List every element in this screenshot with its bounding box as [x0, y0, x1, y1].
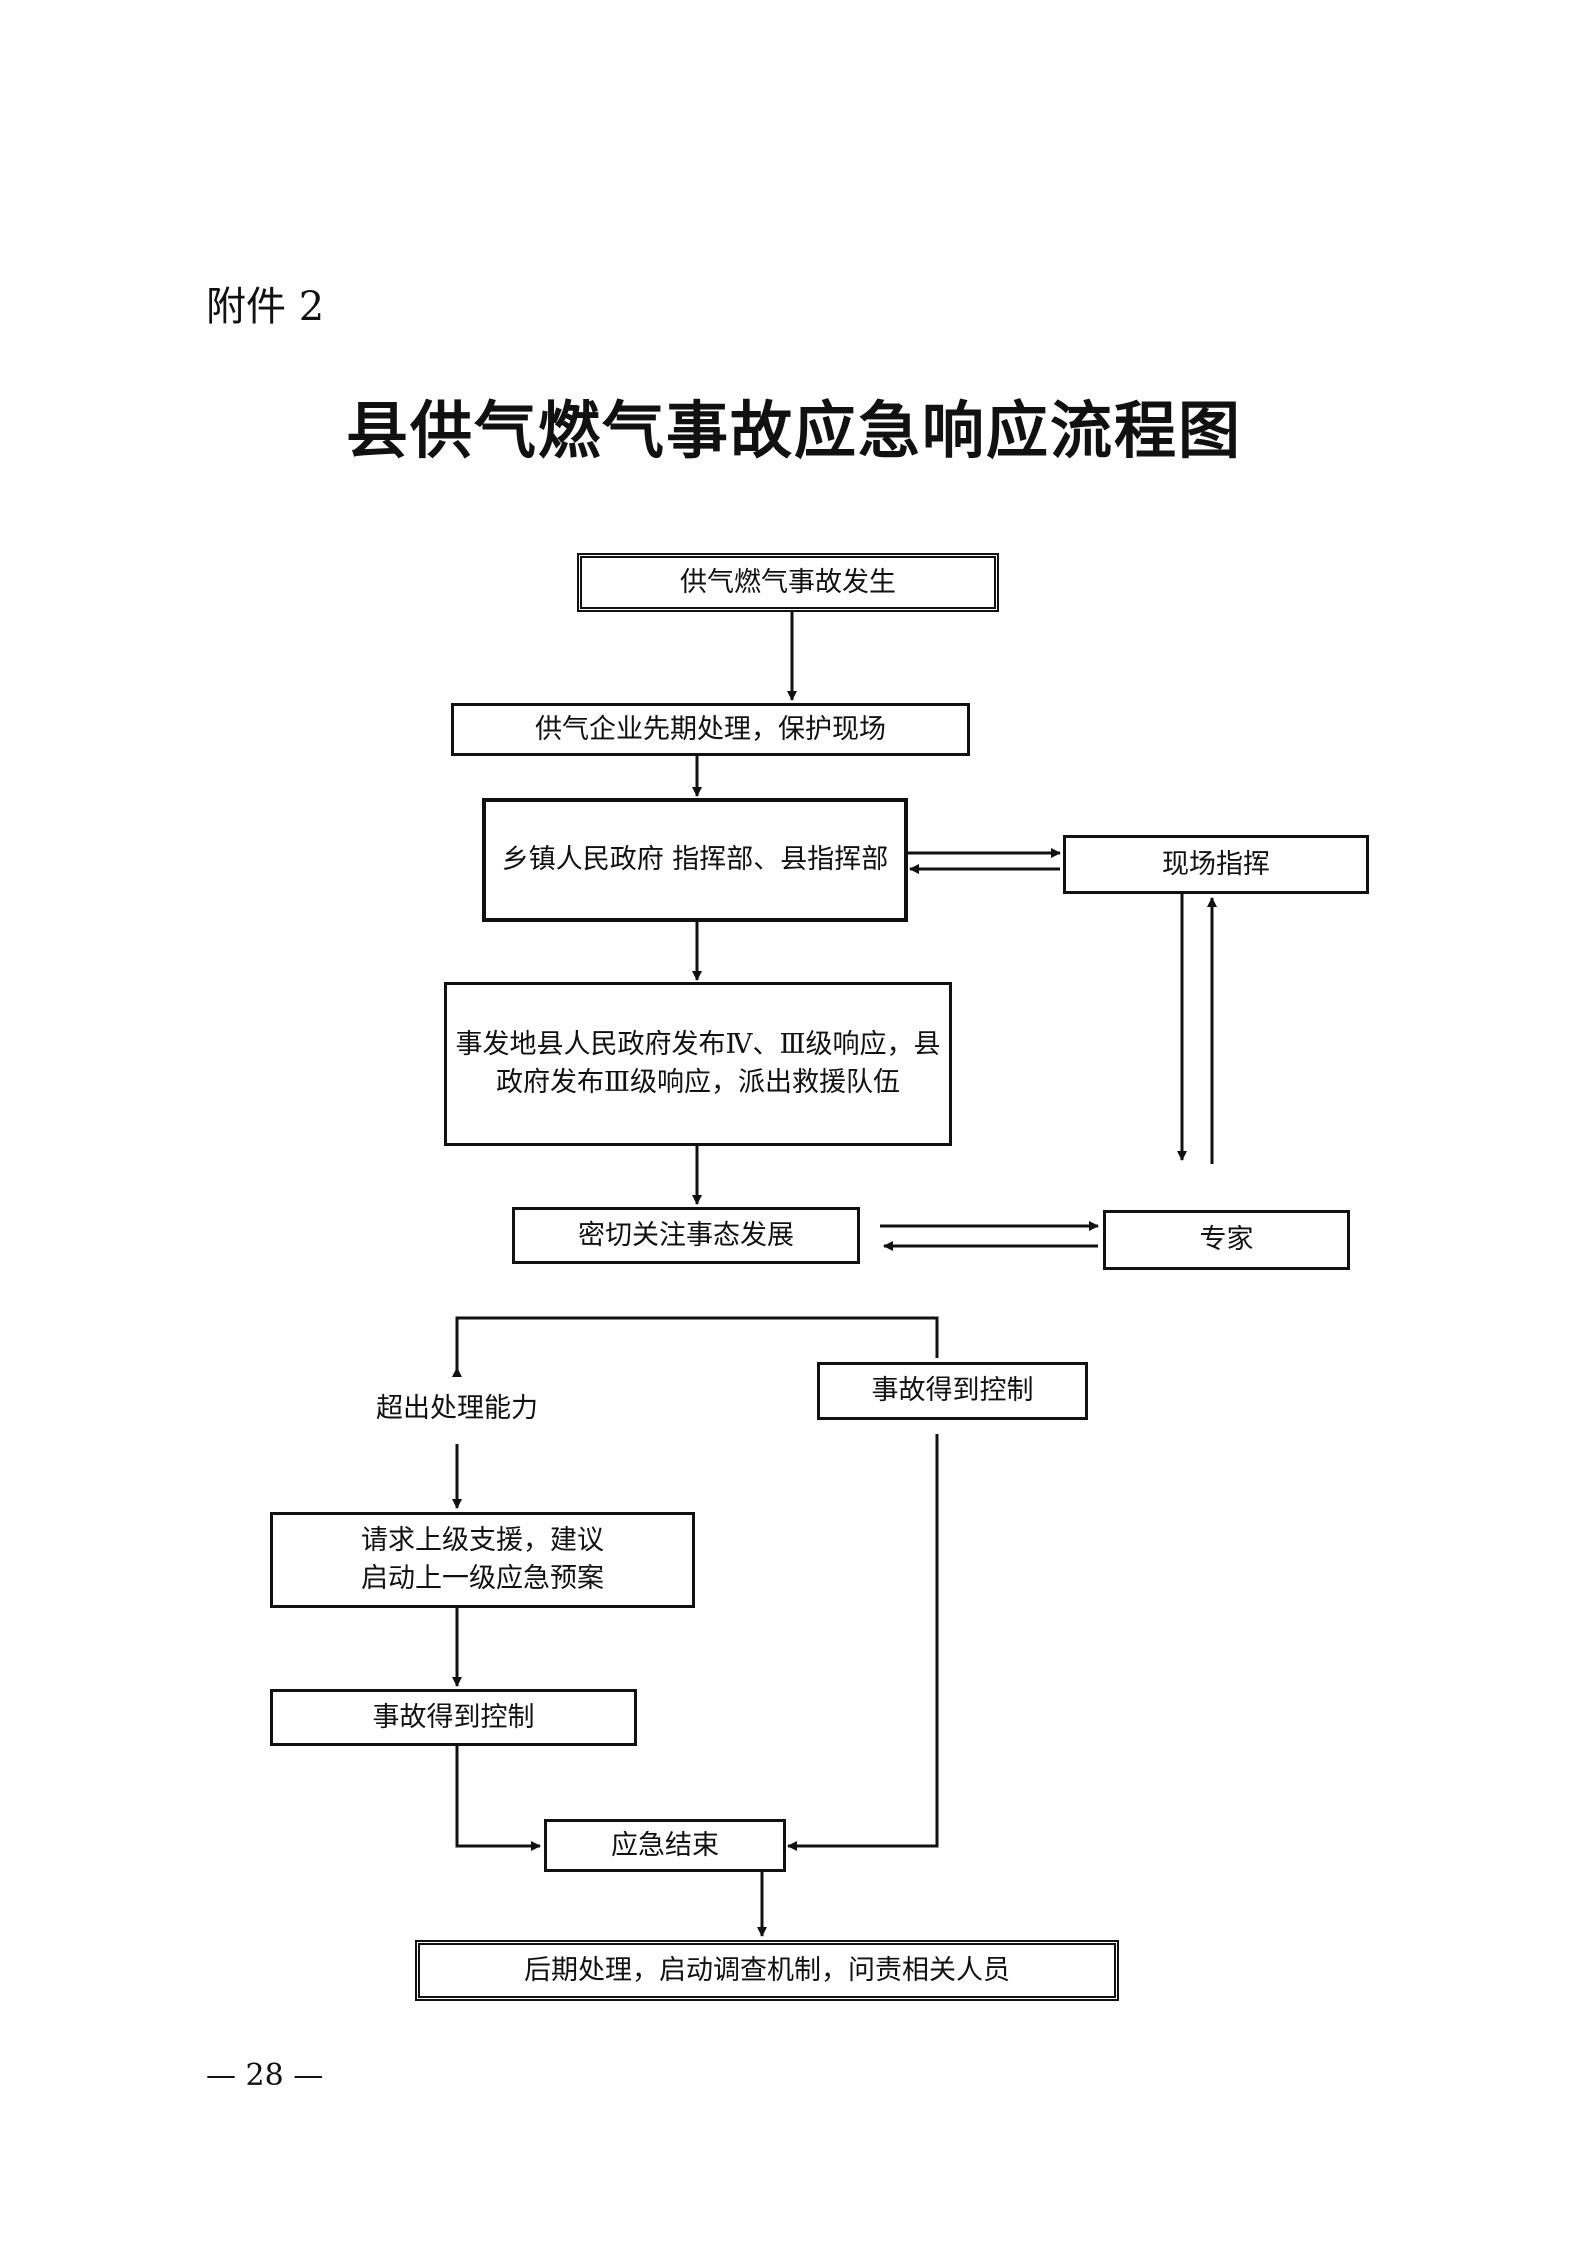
node-request-line1: 请求上级支援，建议	[361, 1525, 604, 1556]
node-beyond-capacity: 超出处理能力	[376, 1393, 538, 1424]
arrow-controlled-left-to-end	[455, 1746, 541, 1851]
node-experts: 专家	[1103, 1210, 1350, 1270]
node-initial-handling: 供气企业先期处理，保护现场	[451, 703, 970, 756]
node-request: 请求上级支援，建议 启动上一级应急预案	[270, 1512, 695, 1608]
node-command: 乡镇人民政府 指挥部、县指挥部	[482, 798, 908, 922]
node-monitor: 密切关注事态发展	[512, 1207, 860, 1264]
node-response-line2: 政府发布Ⅲ级响应，派出救援队伍	[495, 1067, 901, 1098]
node-incident: 供气燃气事故发生	[577, 553, 999, 612]
page-number: — 28 —	[206, 2058, 324, 2093]
node-controlled-left: 事故得到控制	[270, 1689, 637, 1746]
branch-line	[455, 1316, 939, 1370]
node-response: 事发地县人民政府发布Ⅳ、Ⅲ级响应，县 政府发布Ⅲ级响应，派出救援队伍	[444, 982, 952, 1146]
arrow-controlled-right-to-end	[787, 1434, 939, 1851]
node-aftermath: 后期处理，启动调查机制，问责相关人员	[415, 1940, 1119, 2001]
node-end: 应急结束	[544, 1819, 786, 1872]
node-controlled-right: 事故得到控制	[817, 1362, 1088, 1420]
node-response-line1: 事发地县人民政府发布Ⅳ、Ⅲ级响应，县	[455, 1029, 941, 1060]
node-onsite-command: 现场指挥	[1063, 835, 1369, 894]
attachment-label: 附件 2	[206, 284, 325, 330]
node-request-line2: 启动上一级应急预案	[361, 1563, 604, 1594]
page-title: 县供气燃气事故应急响应流程图	[345, 394, 1242, 467]
